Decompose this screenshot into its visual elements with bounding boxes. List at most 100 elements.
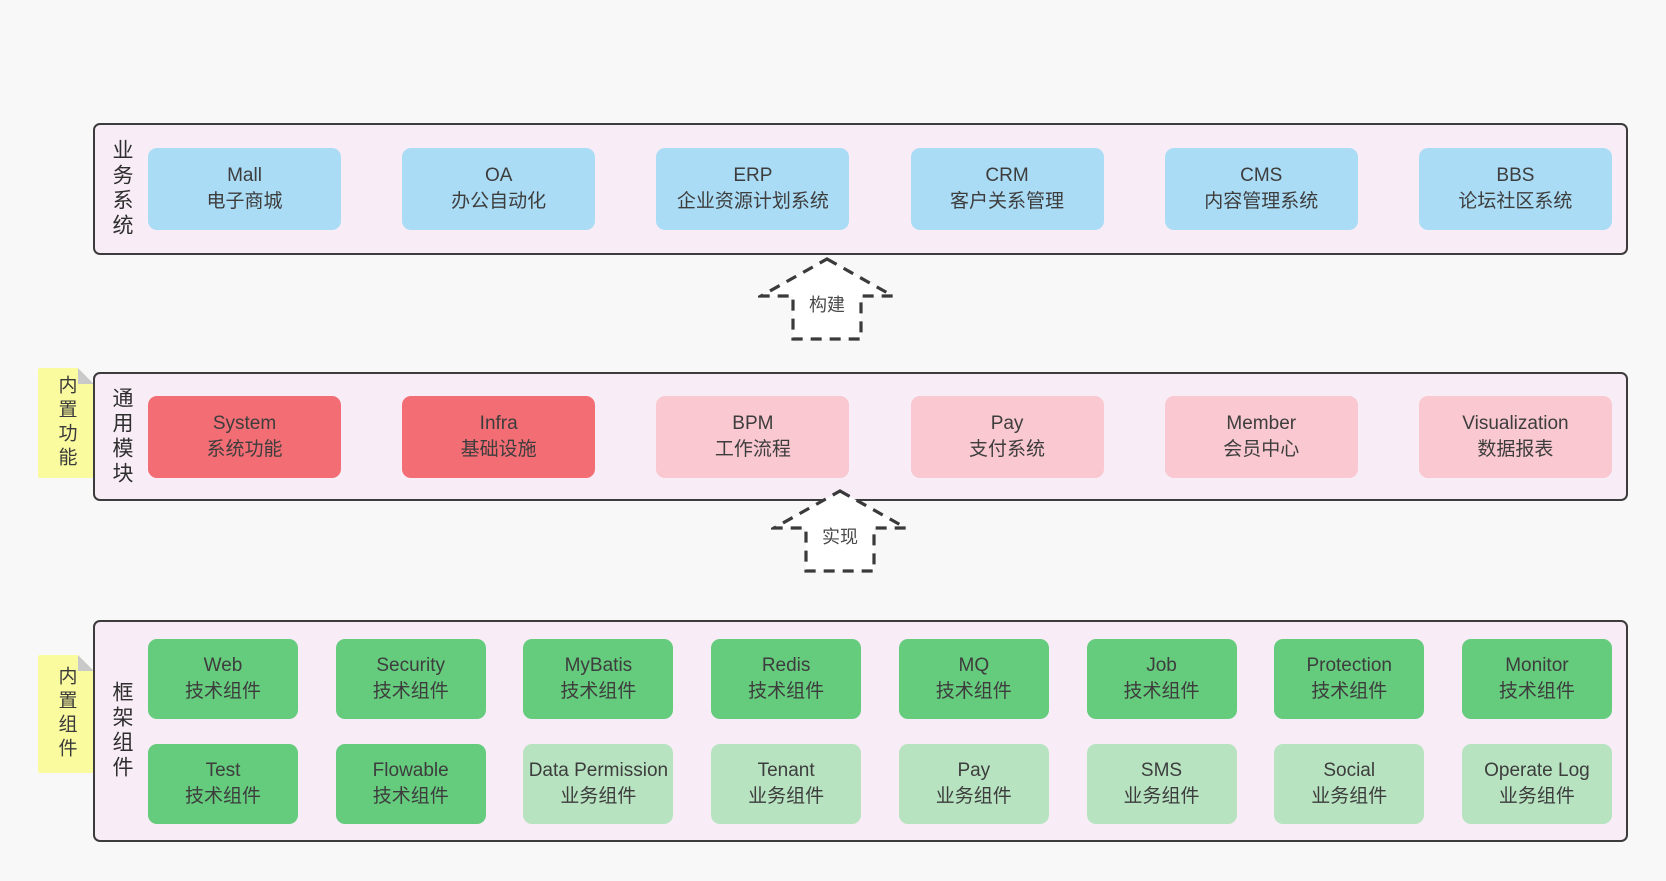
box-title: Visualization — [1462, 412, 1569, 434]
panel-framework-components: 框架组件 Web 技术组件 Security 技术组件 MyBatis 技术组件 Re… — [93, 620, 1628, 842]
box-title: Test — [205, 759, 241, 781]
box-erp: ERP 企业资源计划系统 — [656, 148, 850, 230]
box-mybatis: MyBatis 技术组件 — [523, 638, 674, 719]
box-title: Tenant — [757, 759, 815, 781]
box-protection: Protection 技术组件 — [1274, 638, 1425, 719]
box-title: Flowable — [372, 759, 449, 781]
box-subtitle: 技术组件 — [1123, 680, 1200, 702]
box-subtitle: 业务组件 — [1123, 785, 1200, 807]
box-mall: Mall 电子商城 — [148, 148, 341, 230]
box-bpm: BPM 工作流程 — [656, 395, 850, 478]
box-title: OA — [484, 165, 513, 186]
framework-components-row-1: Web 技术组件 Security 技术组件 MyBatis 技术组件 Redis 技术… — [148, 638, 1612, 719]
box-security: Security 技术组件 — [335, 638, 486, 719]
box-title: Monitor — [1505, 654, 1569, 676]
box-title: ERP — [733, 165, 773, 186]
box-subtitle: 业务组件 — [935, 785, 1012, 807]
box-infra: Infra 基础设施 — [402, 395, 596, 478]
box-subtitle: 企业资源计划系统 — [676, 191, 829, 212]
box-subtitle: 客户关系管理 — [950, 191, 1065, 212]
panel-business-systems: 业务系统 Mall 电子商城 OA 办公自动化 ERP 企业资源计划系统 CRM 客户关… — [93, 123, 1628, 255]
box-test: Test 技术组件 — [148, 743, 298, 824]
layer-label-framework-components: 框架组件 — [110, 681, 133, 781]
box-title: CRM — [985, 165, 1029, 186]
arrow-implement: 实现 — [771, 488, 909, 574]
layer-label-business-systems: 业务系统 — [110, 139, 133, 239]
sticky-note-builtin-features: 内置功能 — [38, 368, 94, 478]
panel-builtin-modules: 通用模块 System 系统功能 Infra 基础设施 BPM 工作流程 Pay 支付系… — [93, 372, 1628, 501]
arrow-label: 构建 — [806, 290, 848, 318]
box-title: Data Permission — [528, 759, 669, 781]
box-subtitle: 系统功能 — [206, 438, 283, 460]
box-title: MQ — [958, 654, 990, 676]
box-monitor: Monitor 技术组件 — [1461, 638, 1612, 719]
box-title: Redis — [761, 654, 811, 676]
box-system: System 系统功能 — [148, 395, 341, 478]
box-subtitle: 业务组件 — [1311, 785, 1388, 807]
box-crm: CRM 客户关系管理 — [910, 148, 1104, 230]
arrow-build: 构建 — [758, 256, 896, 342]
box-title: CMS — [1240, 165, 1283, 186]
box-subtitle: 数据报表 — [1477, 438, 1554, 460]
box-title: Web — [203, 654, 243, 676]
box-title: Security — [376, 654, 446, 676]
box-subtitle: 技术组件 — [184, 785, 261, 807]
layer-label-common-modules: 通用模块 — [110, 386, 133, 487]
box-subtitle: 办公自动化 — [451, 191, 547, 212]
builtin-modules-row: System 系统功能 Infra 基础设施 BPM 工作流程 Pay 支付系统 Mem… — [148, 395, 1612, 478]
box-sms: SMS 业务组件 — [1086, 743, 1237, 824]
box-subtitle: 电子商城 — [206, 191, 283, 212]
box-web: Web 技术组件 — [148, 638, 298, 719]
arrow-label: 实现 — [819, 522, 861, 550]
box-visualization: Visualization 数据报表 — [1418, 395, 1612, 478]
box-title: SMS — [1140, 759, 1183, 781]
box-subtitle: 论坛社区系统 — [1458, 191, 1573, 212]
box-subtitle: 技术组件 — [935, 680, 1012, 702]
box-subtitle: 内容管理系统 — [1204, 191, 1319, 212]
box-pay: Pay 支付系统 — [910, 395, 1104, 478]
box-subtitle: 技术组件 — [184, 680, 261, 702]
box-mq: MQ 技术组件 — [898, 638, 1049, 719]
sticky-note-label: 内置组件 — [55, 666, 77, 762]
box-title: System — [212, 412, 277, 434]
box-job: Job 技术组件 — [1086, 638, 1237, 719]
box-subtitle: 工作流程 — [714, 438, 791, 460]
business-systems-row: Mall 电子商城 OA 办公自动化 ERP 企业资源计划系统 CRM 客户关系管理 C… — [148, 148, 1612, 230]
box-subtitle: 会员中心 — [1223, 438, 1300, 460]
sticky-note-builtin-components: 内置组件 — [38, 655, 94, 773]
box-title: Job — [1146, 654, 1177, 676]
box-title: BPM — [732, 412, 774, 434]
box-title: Pay — [990, 412, 1024, 434]
box-subtitle: 支付系统 — [969, 438, 1046, 460]
box-title: Operate Log — [1484, 759, 1590, 781]
sticky-note-label: 内置功能 — [55, 375, 77, 471]
box-subtitle: 技术组件 — [372, 680, 449, 702]
box-flowable: Flowable 技术组件 — [335, 743, 486, 824]
box-cms: CMS 内容管理系统 — [1164, 148, 1358, 230]
box-member: Member 会员中心 — [1164, 395, 1358, 478]
box-tenant: Tenant 业务组件 — [711, 743, 862, 824]
box-subtitle: 技术组件 — [748, 680, 825, 702]
box-subtitle: 基础设施 — [460, 438, 537, 460]
framework-components-rows: Web 技术组件 Security 技术组件 MyBatis 技术组件 Redis 技术… — [148, 638, 1612, 824]
box-title: Member — [1226, 412, 1297, 434]
box-title: Protection — [1306, 654, 1392, 676]
box-pay-biz: Pay 业务组件 — [898, 743, 1049, 824]
box-title: Pay — [957, 759, 991, 781]
box-subtitle: 技术组件 — [372, 785, 449, 807]
box-title: Infra — [479, 412, 518, 434]
box-title: MyBatis — [564, 654, 633, 676]
box-title: Mall — [227, 165, 262, 186]
box-subtitle: 技术组件 — [1498, 680, 1575, 702]
box-subtitle: 技术组件 — [560, 680, 637, 702]
box-subtitle: 技术组件 — [1311, 680, 1388, 702]
box-redis: Redis 技术组件 — [711, 638, 862, 719]
box-subtitle: 业务组件 — [748, 785, 825, 807]
box-oa: OA 办公自动化 — [402, 148, 596, 230]
